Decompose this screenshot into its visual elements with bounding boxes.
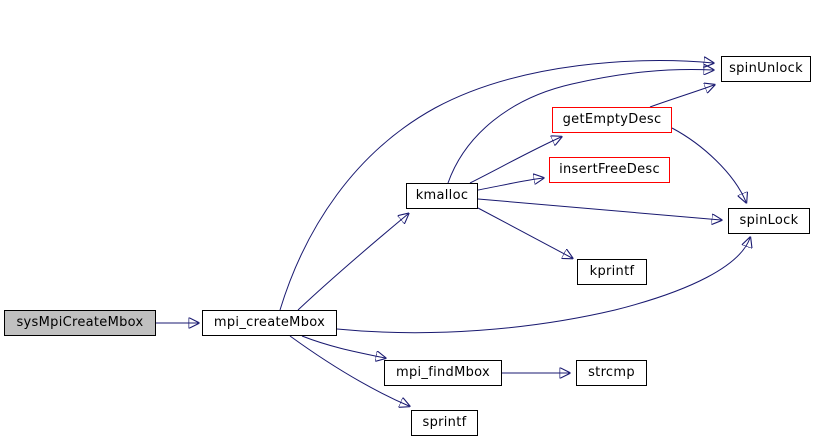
edge-mpi_createMbox-to-spinUnlock [279,61,713,311]
edge-getEmptyDesc-to-spinUnlock [649,85,714,108]
node-mpi_createMbox[interactable]: mpi_createMbox [202,310,337,336]
edge-kmalloc-to-spinUnlock [447,70,713,184]
node-mpi_findMbox[interactable]: mpi_findMbox [384,360,502,386]
node-getEmptyDesc[interactable]: getEmptyDesc [552,107,672,133]
edge-kmalloc-to-spinLock [477,198,721,220]
edge-mpi_createMbox-to-spinLock [336,238,750,334]
node-strcmp[interactable]: strcmp [576,360,647,386]
edge-mpi_createMbox-to-kmalloc [297,214,408,311]
node-sysMpiCreateMbox: sysMpiCreateMbox [4,310,156,336]
edge-mpi_createMbox-to-sprintf [289,335,409,406]
node-spinLock[interactable]: spinLock [728,208,810,234]
edge-mpi_createMbox-to-mpi_findMbox [301,335,385,358]
node-kmalloc[interactable]: kmalloc [406,183,478,209]
node-insertFreeDesc[interactable]: insertFreeDesc [549,157,670,183]
edge-kmalloc-to-insertFreeDesc [477,178,543,191]
node-kprintf[interactable]: kprintf [577,259,647,285]
node-spinUnlock[interactable]: spinUnlock [721,56,811,82]
edge-getEmptyDesc-to-spinLock [671,127,746,202]
edge-kmalloc-to-getEmptyDesc [469,137,561,184]
node-sprintf[interactable]: sprintf [411,410,478,436]
edge-kmalloc-to-kprintf [477,207,572,258]
